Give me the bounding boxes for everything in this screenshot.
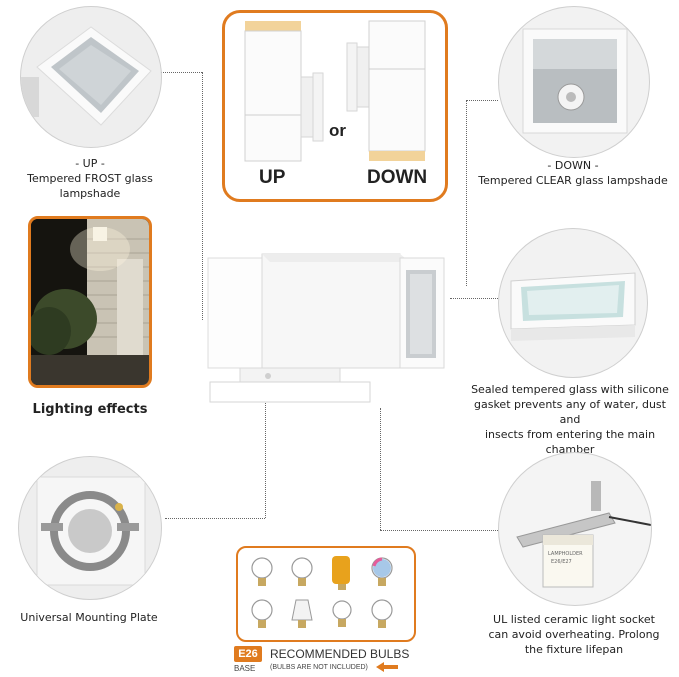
socket-line1: UL listed ceramic light socket bbox=[493, 613, 655, 626]
main-fixture-image bbox=[207, 253, 445, 403]
down-feature-line2: Tempered CLEAR glass lampshade bbox=[478, 174, 668, 187]
down-feature-caption: - DOWN - Tempered CLEAR glass lampshade bbox=[470, 158, 676, 188]
down-fixture-image bbox=[346, 20, 426, 161]
socket-print-line2: E26/E27 bbox=[551, 559, 572, 565]
socket-print-line1: LAMPHOLDER bbox=[548, 551, 583, 557]
up-feature-caption: - UP - Tempered FROST glass lampshade bbox=[0, 156, 180, 201]
connector-socket-vertical bbox=[380, 408, 381, 530]
down-clear-glass-image bbox=[498, 6, 650, 158]
lighting-effects-photo bbox=[28, 216, 152, 388]
up-feature-line1: - UP - bbox=[75, 157, 105, 170]
bulb-options-image bbox=[251, 556, 393, 628]
arrow-left-icon bbox=[376, 662, 398, 672]
up-fixture-image bbox=[244, 21, 324, 162]
connector-mount bbox=[165, 518, 265, 519]
up-frost-glass-image bbox=[20, 6, 162, 148]
socket-caption: UL listed ceramic light socket can avoid… bbox=[474, 612, 674, 657]
or-label: or bbox=[329, 121, 346, 140]
bulbs-not-included-note: (BULBS ARE NOT INCLUDED) bbox=[270, 664, 368, 671]
down-label: DOWN bbox=[367, 167, 428, 188]
recommended-bulbs-box bbox=[236, 546, 416, 642]
connector-gasket bbox=[450, 298, 500, 299]
connector-up-vertical bbox=[202, 72, 203, 320]
connector-down bbox=[466, 100, 498, 101]
e26-badge: E26 bbox=[234, 646, 262, 662]
up-label: UP bbox=[259, 167, 286, 188]
socket-line3: the fixture lifepan bbox=[524, 643, 624, 656]
connector-socket bbox=[380, 530, 498, 531]
gasket-line1: Sealed tempered glass with silicone bbox=[471, 383, 669, 396]
up-feature-line2: Tempered FROST glass lampshade bbox=[27, 172, 153, 200]
down-feature-line1: - DOWN - bbox=[547, 159, 599, 172]
connector-mount-vertical bbox=[265, 400, 266, 518]
ceramic-socket-image: LAMPHOLDER E26/E27 bbox=[498, 452, 652, 606]
mounting-plate-image bbox=[18, 456, 162, 600]
gasket-line2: gasket prevents any of water, dust and bbox=[474, 398, 666, 426]
gasket-glass-image bbox=[498, 228, 648, 378]
up-down-options-box: or UP DOWN bbox=[222, 10, 448, 202]
recommended-bulbs-title: RECOMMENDED BULBS bbox=[270, 647, 410, 661]
mounting-plate-label: Universal Mounting Plate bbox=[20, 611, 158, 624]
e26-badge-text: E26 bbox=[238, 648, 258, 660]
gasket-caption: Sealed tempered glass with silicone gask… bbox=[462, 382, 678, 457]
socket-line2: can avoid overheating. Prolong bbox=[488, 628, 660, 641]
base-label: BASE bbox=[234, 664, 256, 673]
connector-down-vertical bbox=[466, 100, 467, 286]
lighting-effects-label: Lighting effects bbox=[32, 402, 148, 417]
connector-up bbox=[160, 72, 202, 73]
